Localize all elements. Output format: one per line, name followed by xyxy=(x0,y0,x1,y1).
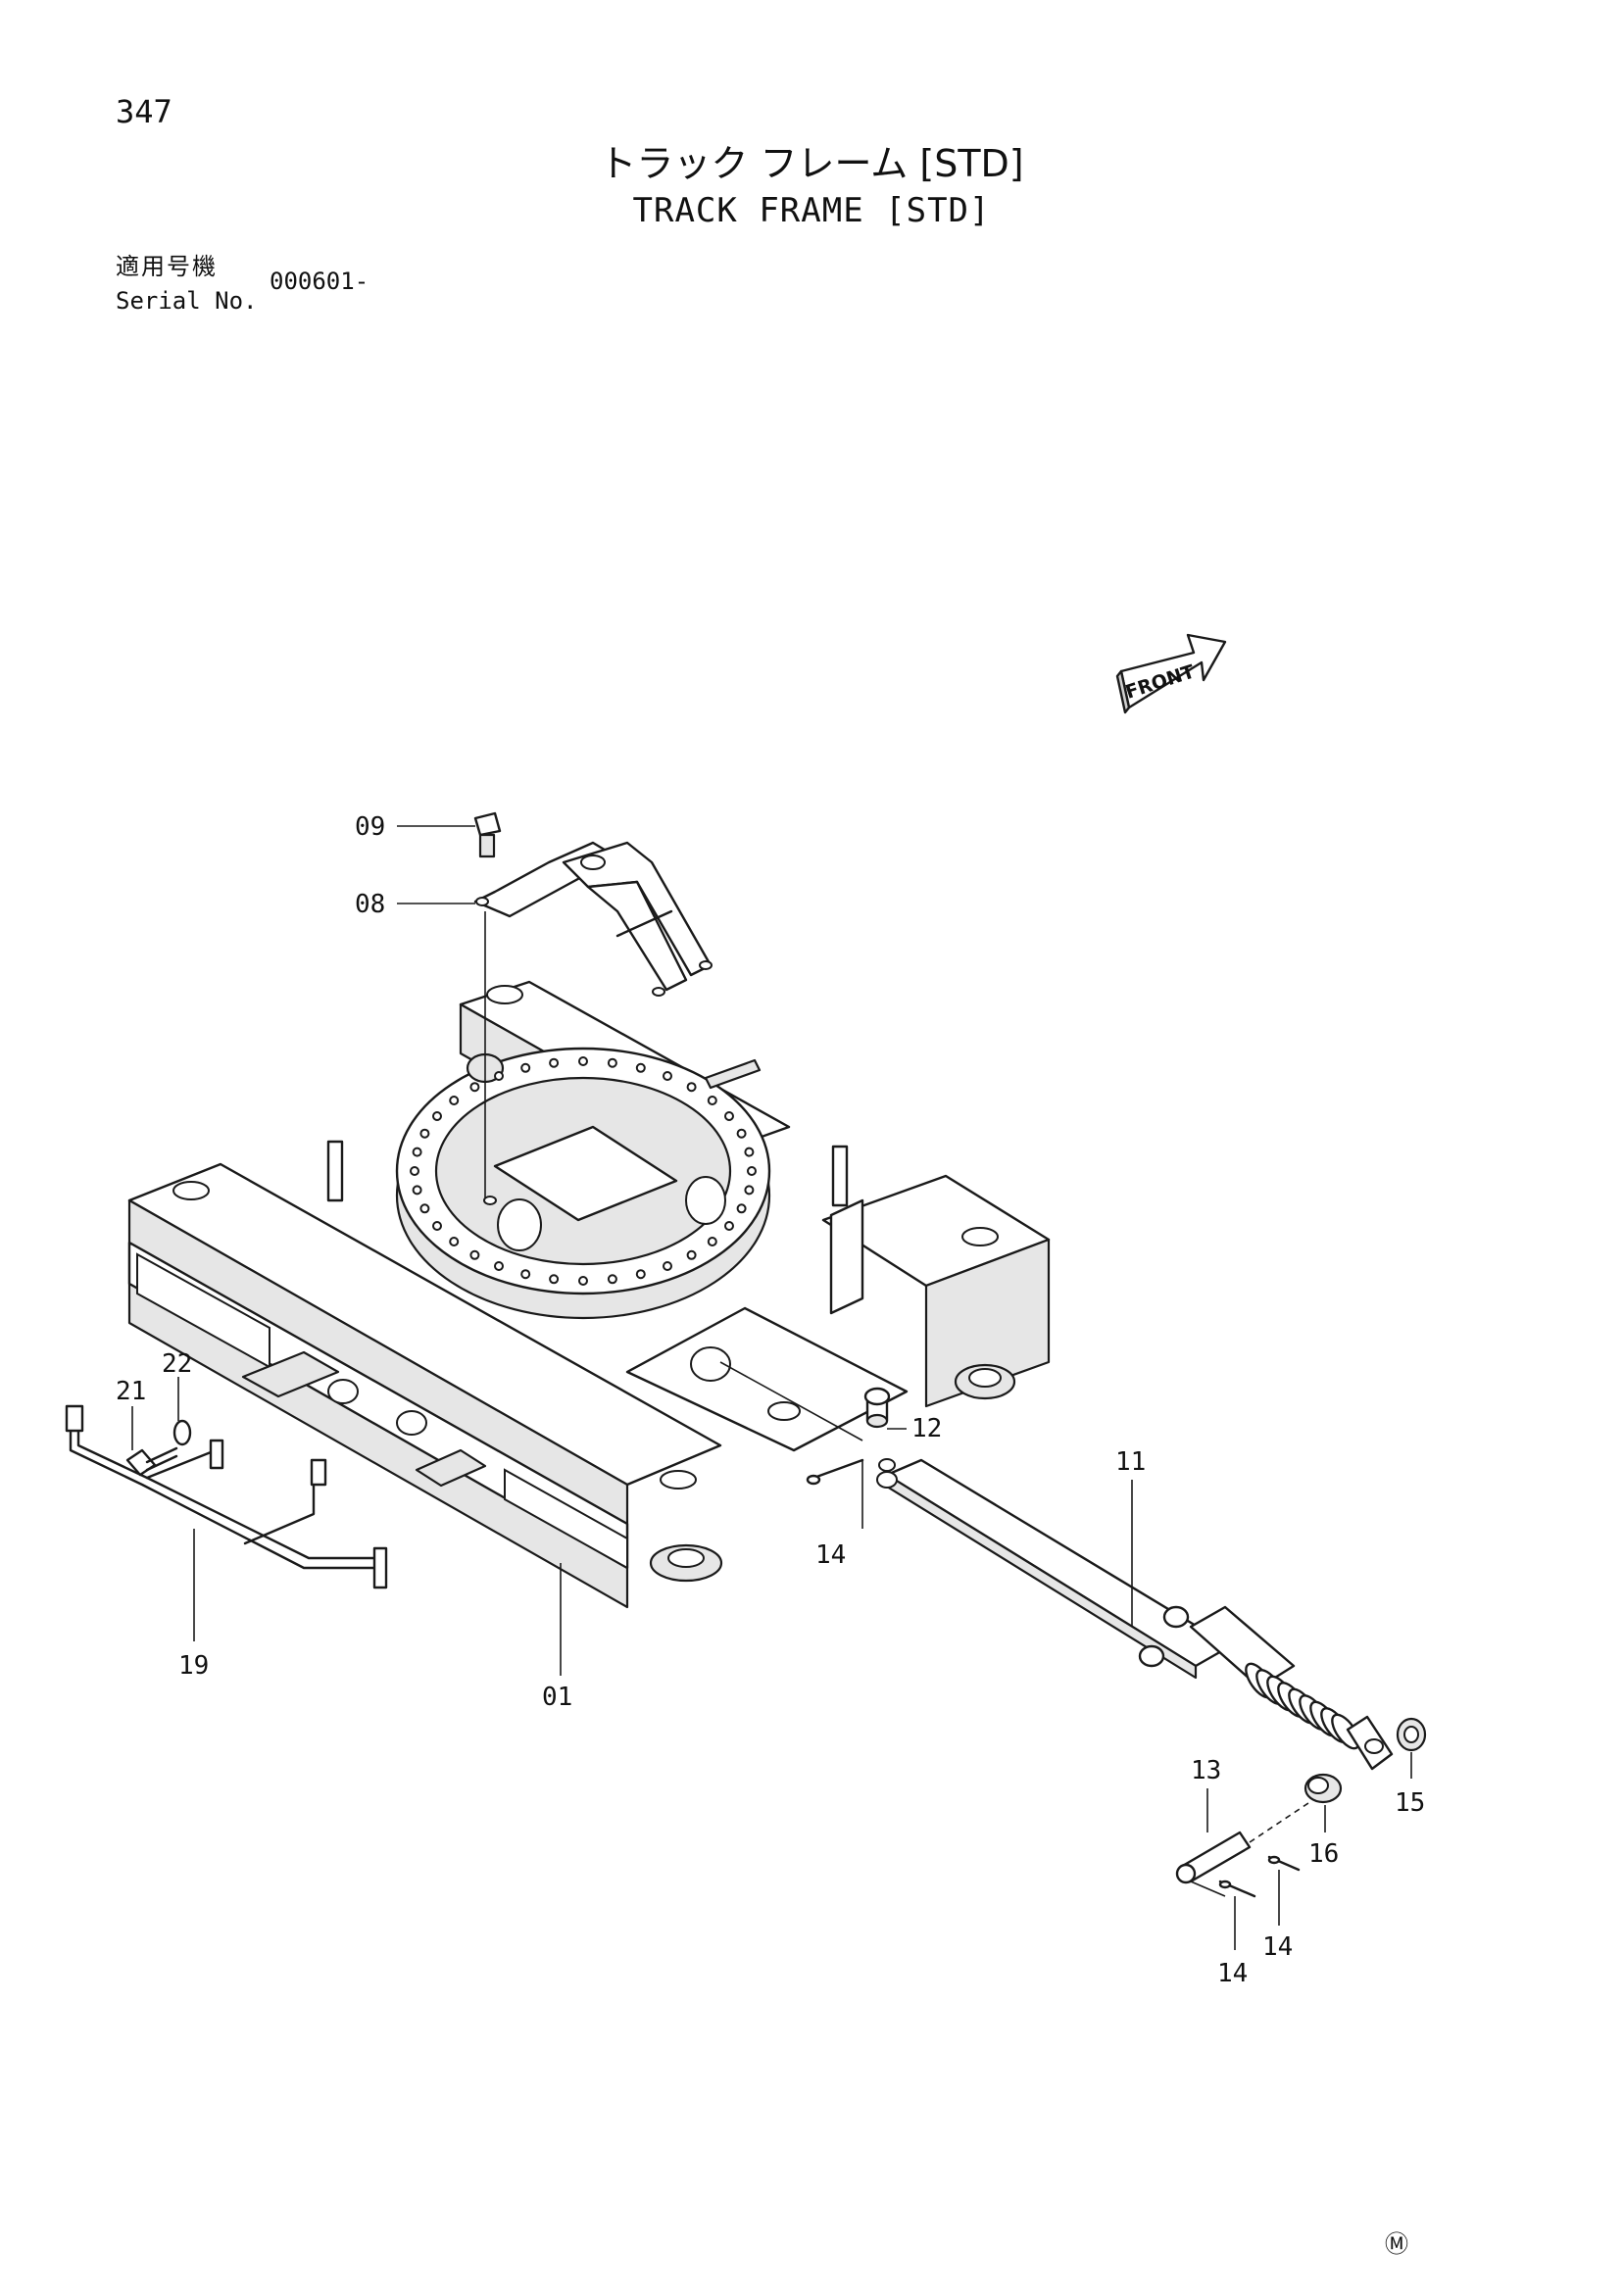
page-number: 347 xyxy=(116,93,172,130)
bolt-hole xyxy=(736,1203,747,1214)
bolt-hole xyxy=(578,1056,588,1066)
bracket-part-08 xyxy=(473,841,713,997)
bolt-hole xyxy=(469,1249,480,1260)
bolt-hole xyxy=(635,1062,646,1073)
track-adjuster-part-11 xyxy=(876,1458,1394,1771)
bolt-hole xyxy=(432,1111,442,1121)
callout-09: 09 xyxy=(355,812,385,842)
track-frame-body xyxy=(127,980,1051,1609)
callout-11: 11 xyxy=(1115,1447,1146,1477)
bolt-hole xyxy=(549,1274,560,1285)
model-mark-icon: Ⓜ xyxy=(1385,2230,1408,2258)
bolt-hole xyxy=(744,1185,755,1196)
bolt-part-21 xyxy=(125,1446,178,1477)
callout-15: 15 xyxy=(1395,1788,1425,1818)
bolt-hole xyxy=(412,1147,422,1157)
bolt-part-09 xyxy=(473,811,502,858)
bolt-hole xyxy=(607,1274,617,1285)
bolt-hole xyxy=(494,1071,504,1081)
step-part-19 xyxy=(65,1404,388,1589)
callout-13: 13 xyxy=(1191,1756,1221,1785)
callout-14-lower: 14 xyxy=(1217,1959,1248,1988)
bolt-hole xyxy=(747,1166,757,1176)
bolt-hole xyxy=(520,1269,531,1280)
bolt-hole xyxy=(419,1203,430,1214)
bolt-hole xyxy=(607,1057,617,1068)
bolt-hole xyxy=(686,1082,697,1093)
bolt-hole xyxy=(410,1166,419,1176)
bolt-hole xyxy=(736,1128,747,1139)
bushing-part-15 xyxy=(1396,1717,1427,1752)
serial-number-value: 000601- xyxy=(270,268,369,295)
callout-21: 21 xyxy=(116,1377,146,1406)
bolt-hole xyxy=(663,1071,672,1081)
bolt-hole xyxy=(707,1096,717,1105)
callout-22: 22 xyxy=(162,1349,192,1379)
callout-12: 12 xyxy=(911,1414,942,1443)
page-title-japanese: トラック フレーム [STD] xyxy=(599,142,1024,185)
callout-01: 01 xyxy=(542,1683,572,1712)
cap-part-12 xyxy=(863,1387,891,1429)
bolt-hole xyxy=(412,1185,422,1196)
washer-part-22 xyxy=(172,1419,192,1446)
bolt-hole xyxy=(635,1269,646,1280)
bolt-hole xyxy=(686,1249,697,1260)
callout-leaders xyxy=(131,825,1412,1950)
pin-part-13 xyxy=(1175,1831,1252,1884)
serial-label-english: Serial No. xyxy=(116,287,258,315)
bolt-hole xyxy=(520,1062,531,1073)
bolt-hole xyxy=(724,1221,734,1231)
front-arrow-icon: FRONT xyxy=(1115,633,1227,714)
swing-circle-bolt-holes xyxy=(410,1056,757,1286)
serial-label-japanese: 適用号機 xyxy=(116,253,218,280)
callout-16: 16 xyxy=(1308,1839,1339,1869)
callout-14-right: 14 xyxy=(1262,1932,1293,1962)
bolt-hole xyxy=(724,1111,734,1121)
callout-19: 19 xyxy=(178,1651,209,1681)
bolt-hole xyxy=(663,1261,672,1271)
bolt-hole xyxy=(449,1237,460,1246)
adjuster-spring xyxy=(1245,1662,1360,1750)
bolt-hole xyxy=(432,1221,442,1231)
bolt-hole xyxy=(469,1082,480,1093)
bolt-hole xyxy=(549,1057,560,1068)
bolt-hole xyxy=(744,1147,755,1157)
cotter-pin-part-14 xyxy=(806,1458,1301,1898)
bolt-hole xyxy=(449,1096,460,1105)
callout-14-upper: 14 xyxy=(815,1540,846,1570)
bolt-hole xyxy=(707,1237,717,1246)
callout-08: 08 xyxy=(355,890,385,919)
bolt-hole xyxy=(494,1261,504,1271)
bolt-hole xyxy=(419,1128,430,1139)
bolt-hole xyxy=(578,1276,588,1286)
page-title-english: TRACK FRAME [STD] xyxy=(632,191,991,230)
bushing-part-16 xyxy=(1303,1773,1343,1804)
